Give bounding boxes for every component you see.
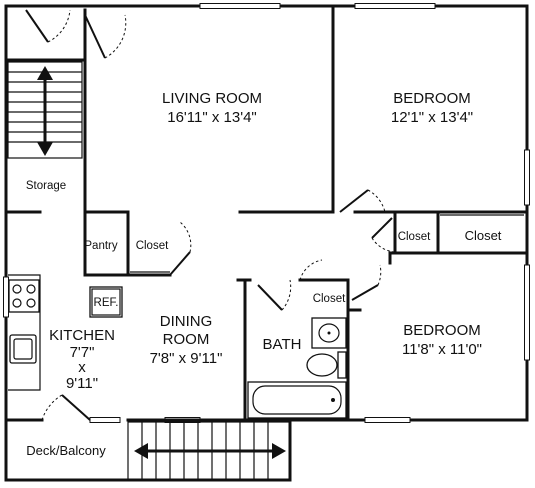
bedroom2-label: BEDROOM (403, 322, 481, 339)
stairs-upper (7, 61, 83, 159)
bathtub-icon (247, 381, 347, 419)
toilet-tank-icon (337, 351, 347, 379)
dining-label-1: DINING (160, 313, 213, 330)
windows (3, 3, 530, 423)
dining-label-2: ROOM (163, 331, 210, 348)
kitchen-dim-2: x (78, 359, 86, 376)
living-room-label: LIVING ROOM (162, 90, 262, 107)
hall-closet-label: Closet (398, 231, 431, 243)
kitchen-dim-1: 7'7" (70, 344, 95, 361)
bedroom1-size: 12'1" x 13'4" (391, 109, 473, 126)
bedroom1-label: BEDROOM (393, 90, 471, 107)
deck-balcony-label: Deck/Balcony (26, 443, 106, 458)
bedroom-closet-label: Closet (465, 228, 502, 243)
refrigerator-label: REF. (94, 297, 119, 309)
bath-closet-label: Closet (313, 293, 346, 305)
kitchen-closet-label: Closet (136, 240, 169, 252)
kitchen-fixtures (8, 274, 123, 391)
stove-icon (8, 279, 40, 313)
living-room-size: 16'11" x 13'4" (167, 109, 257, 126)
kitchen-label: KITCHEN (49, 327, 115, 344)
doors (25, 9, 396, 421)
kitchen-dim-3: 9'11" (66, 375, 98, 392)
interior-walls (4, 4, 529, 422)
stairs-lower (127, 421, 291, 481)
pantry-label: Pantry (84, 240, 117, 252)
toilet-icon (306, 353, 338, 377)
bedroom2-size: 11'8" x 11'0" (402, 341, 482, 358)
bath-fixtures (247, 317, 347, 419)
storage-label: Storage (26, 180, 66, 192)
closet-shelves (130, 214, 524, 273)
room-labels: LIVING ROOM 16'11" x 13'4" BEDROOM 12'1"… (26, 90, 502, 458)
dining-size: 7'8" x 9'11" (150, 350, 223, 367)
refrigerator-icon (89, 286, 123, 318)
bath-label: BATH (263, 336, 302, 353)
kitchen-sink-icon (9, 334, 37, 364)
